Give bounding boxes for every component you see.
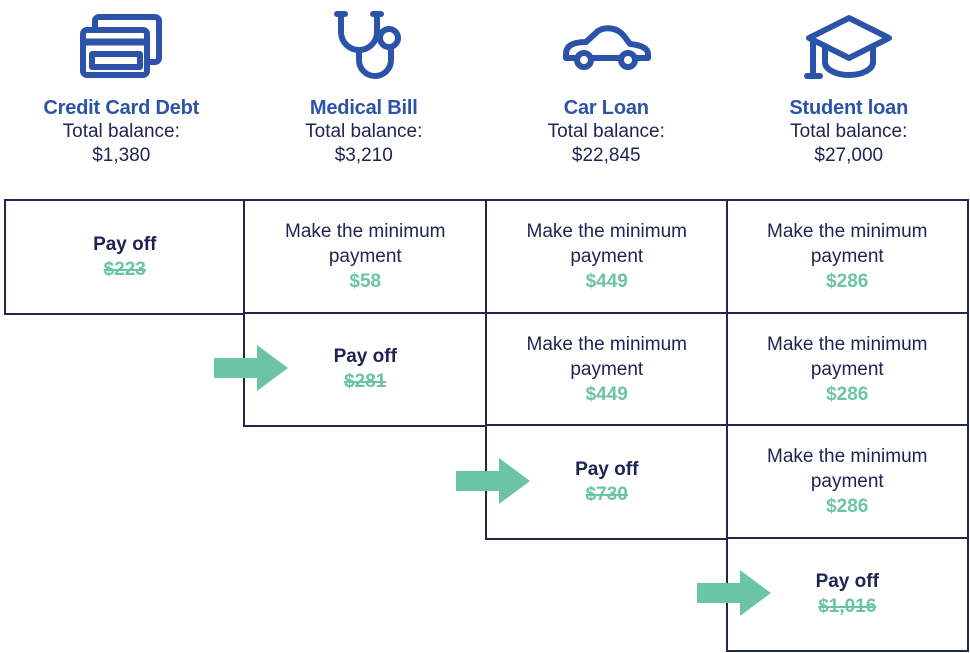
payoff-cell: Pay off $1,016 (726, 537, 969, 652)
cell-label: Make the minimum payment (526, 221, 688, 268)
car-icon (558, 0, 654, 96)
cell-amount: $286 (826, 383, 869, 405)
debt-balance-value: $22,845 (571, 145, 641, 166)
debt-name: Student loan (789, 97, 909, 119)
minimum-payment-cell: Make the minimum payment $449 (485, 312, 729, 427)
minimum-payment-cell: Make the minimum payment $286 (726, 199, 969, 315)
minimum-payment-cell: Make the minimum payment $286 (726, 424, 969, 540)
payoff-cell: Pay off $223 (4, 199, 246, 315)
cell-amount: $286 (826, 496, 869, 518)
minimum-payment-cell: Make the minimum payment $449 (485, 199, 729, 315)
cell-amount: $1,016 (818, 596, 877, 618)
cell-amount: $286 (826, 271, 869, 293)
cell-amount: $58 (349, 271, 382, 293)
stethoscope-icon (327, 0, 401, 96)
debt-balance-value: $27,000 (814, 145, 884, 166)
cell-amount: $449 (585, 271, 628, 293)
cell-amount: $281 (344, 371, 387, 393)
cell-label: Make the minimum payment (285, 221, 446, 268)
cell-amount: $449 (585, 383, 628, 405)
debt-name: Car Loan (563, 97, 649, 119)
cell-amount: $223 (103, 258, 146, 280)
minimum-payment-cell: Make the minimum payment $286 (726, 312, 969, 427)
cell-label: Make the minimum payment (767, 333, 928, 380)
minimum-payment-cell: Make the minimum payment $58 (243, 199, 488, 315)
cell-label: Pay off (815, 571, 879, 593)
debt-balance-label: Total balance: (547, 121, 665, 142)
graduation-cap-icon (803, 0, 895, 96)
debt-balance-label: Total balance: (62, 121, 180, 142)
debt-name: Credit Card Debt (43, 97, 200, 119)
payoff-cell: Pay off $730 (485, 424, 729, 540)
cell-label: Pay off (93, 233, 157, 255)
debt-balance-value: $1,380 (92, 145, 151, 166)
cell-label: Make the minimum payment (767, 221, 928, 268)
debt-balance-label: Total balance: (790, 121, 908, 142)
credit-cards-icon (78, 0, 164, 96)
debt-balance-label: Total balance: (305, 121, 423, 142)
cell-amount: $730 (585, 483, 628, 505)
payoff-cell: Pay off $281 (243, 312, 488, 427)
debt-name: Medical Bill (309, 97, 418, 119)
cell-label: Pay off (575, 458, 639, 480)
cell-label: Make the minimum payment (767, 446, 928, 493)
cell-label: Make the minimum payment (526, 333, 688, 380)
cell-label: Pay off (333, 346, 397, 368)
debt-balance-value: $3,210 (334, 145, 393, 166)
